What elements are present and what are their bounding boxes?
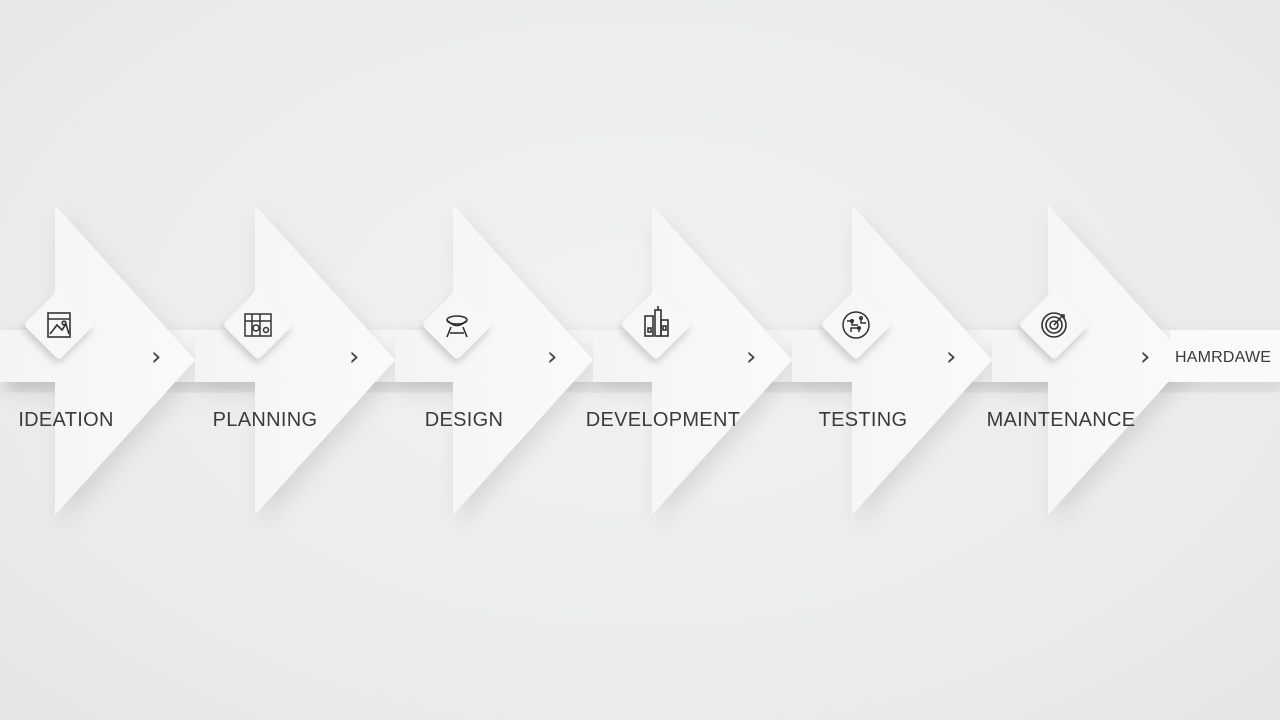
step-testing: TESTING xyxy=(803,285,923,431)
chevron-right-icon: › xyxy=(946,342,957,372)
tail-band xyxy=(1170,330,1280,382)
building-icon xyxy=(644,306,669,337)
step-design: DESIGN xyxy=(404,285,524,431)
chevron-shape xyxy=(792,205,992,515)
chevron-right-icon: › xyxy=(547,342,558,372)
step-maintenance: MAINTENANCE xyxy=(987,285,1135,431)
step-label: IDEATION xyxy=(18,409,114,431)
step-label: MAINTENANCE xyxy=(986,409,1136,431)
circuit-globe-icon xyxy=(842,311,870,339)
chevron-shape xyxy=(195,205,395,515)
blueprint-icon xyxy=(244,313,272,337)
step-label: TESTING xyxy=(818,409,908,431)
step-development: DEVELOPMENT xyxy=(586,285,740,431)
final-step-label: HAMRDAWE xyxy=(1175,349,1272,366)
chevron-shape xyxy=(992,205,1188,515)
chevron-shape xyxy=(0,205,195,515)
chevron-right-icon: › xyxy=(349,342,360,372)
chevron-shape xyxy=(593,205,792,515)
drafting-tools-icon xyxy=(446,315,468,338)
chevron-right-icon: › xyxy=(151,342,162,372)
sketch-icon xyxy=(47,312,71,338)
step-ideation: IDEATION xyxy=(6,285,126,431)
target-icon xyxy=(1041,312,1067,338)
step-planning: PLANNING xyxy=(205,285,325,431)
step-label: DESIGN xyxy=(424,409,504,431)
step-label: PLANNING xyxy=(212,409,318,431)
chevron-right-icon: › xyxy=(1140,342,1151,372)
step-label: DEVELOPMENT xyxy=(585,409,741,431)
chevron-shape xyxy=(395,205,593,515)
chevron-right-icon: › xyxy=(746,342,757,372)
